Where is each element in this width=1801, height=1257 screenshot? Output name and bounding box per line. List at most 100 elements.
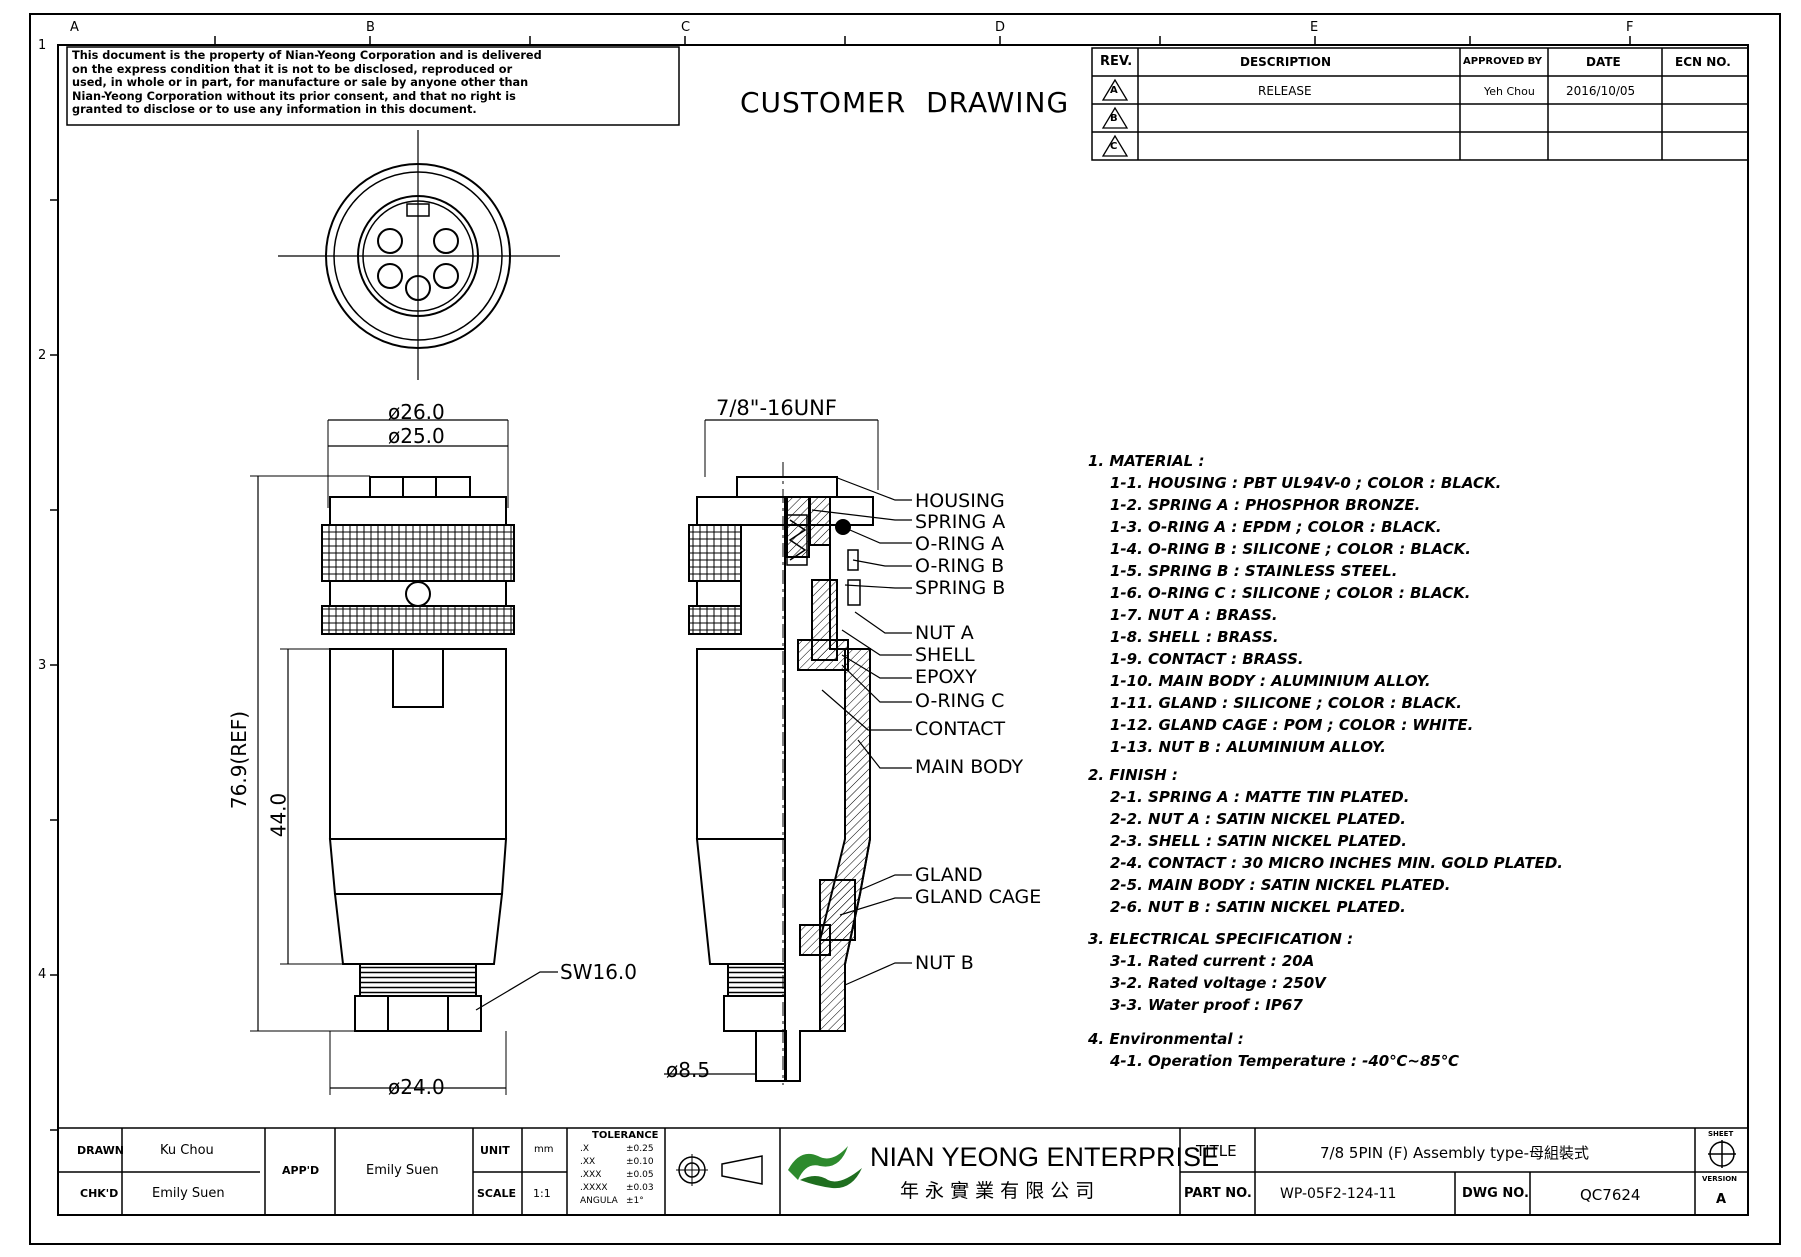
tb-tolerance-list: .X ±0.25 .XX ±0.10 .XXX ±0.05 .XXXX ±0.0… (580, 1143, 654, 1208)
rev-a-date: 2016/10/05 (1566, 84, 1636, 98)
callout-main-body: MAIN BODY (915, 756, 1024, 778)
note-item: 1-6. O-RING C : SILICONE ; COLOR : BLACK… (1110, 584, 1471, 602)
note-item: 1-8. SHELL : BRASS. (1110, 628, 1279, 646)
notice-box (66, 46, 680, 126)
projection-symbol-icon (676, 1154, 763, 1186)
rev-header-ecn: ECN NO. (1675, 55, 1731, 69)
notes-heading-electrical: 3. ELECTRICAL SPECIFICATION : (1088, 930, 1354, 948)
dim-sw16: SW16.0 (560, 960, 638, 984)
note-item: 1-1. HOUSING : PBT UL94V-0 ; COLOR : BLA… (1110, 474, 1502, 492)
company-name-en: NIAN YEONG ENTERPRISE (870, 1142, 1220, 1172)
row-ticks (50, 199, 58, 1131)
callout-gland-cage: GLAND CAGE (915, 886, 1042, 908)
tb-checked-label: CHK'D (80, 1187, 119, 1200)
tb-dwg-label: DWG NO. (1462, 1186, 1529, 1201)
notice-line: on the express condition that it is not … (72, 62, 513, 76)
tb-approved-value: Emily Suen (366, 1163, 439, 1178)
rev-header-description: DESCRIPTION (1240, 55, 1332, 69)
title-block-grid (57, 1127, 1749, 1216)
sheet-symbol-icon (1708, 1140, 1736, 1168)
note-item: 1-5. SPRING B : STAINLESS STEEL. (1110, 562, 1398, 580)
tb-approved-label: APP'D (282, 1164, 320, 1177)
tb-version-value: A (1716, 1192, 1727, 1207)
tb-unit-value: mm (534, 1144, 554, 1155)
rev-header-rev: REV. (1100, 54, 1133, 69)
note-item: 3-3. Water proof : IP67 (1110, 996, 1303, 1014)
tolerance-row: .XX ±0.10 (580, 1157, 654, 1167)
dim-d8-5: ø8.5 (666, 1058, 711, 1082)
row-label-3: 3 (38, 658, 47, 673)
callout-gland: GLAND (915, 864, 983, 886)
revision-triangles (1101, 78, 1129, 157)
tb-checked-value: Emily Suen (152, 1186, 225, 1201)
callout-o-ring-a: O-RING A (915, 533, 1005, 555)
callout-spring-b: SPRING B (915, 577, 1006, 599)
row-label-1: 1 (38, 38, 47, 53)
tolerance-row: .XXXX ±0.03 (580, 1183, 654, 1193)
tb-unit-label: UNIT (480, 1144, 510, 1157)
tolerance-row: .XXX ±0.05 (580, 1170, 654, 1180)
front-view (278, 130, 560, 380)
note-item: 1-9. CONTACT : BRASS. (1110, 650, 1304, 668)
note-item: 3-1. Rated current : 20A (1110, 952, 1315, 970)
notes-heading-environmental: 4. Environmental : (1088, 1030, 1244, 1048)
callout-o-ring-b: O-RING B (915, 555, 1005, 577)
notes-block: 1. MATERIAL : 1-1. HOUSING : PBT UL94V-0… (1088, 450, 1563, 1072)
row-label-4: 4 (38, 967, 47, 982)
callout-epoxy: EPOXY (915, 666, 977, 688)
callout-o-ring-c: O-RING C (915, 690, 1005, 712)
note-item: 1-10. MAIN BODY : ALUMINIUM ALLOY. (1110, 672, 1431, 690)
notes-heading-finish: 2. FINISH : (1088, 766, 1178, 784)
note-item: 2-5. MAIN BODY : SATIN NICKEL PLATED. (1110, 876, 1451, 894)
callout-shell: SHELL (915, 644, 975, 666)
revision-table-grid (1091, 47, 1749, 161)
tb-tolerance-title: TOLERANCE (592, 1130, 659, 1141)
rev-header-approved: APPROVED BY (1463, 56, 1542, 67)
rev-a-mark: A (1110, 85, 1118, 96)
tb-scale-label: SCALE (477, 1187, 517, 1200)
rev-c-mark: C (1110, 141, 1118, 152)
col-label-f: F (1626, 20, 1634, 35)
section-view (664, 419, 912, 1085)
note-item: 1-13. NUT B : ALUMINIUM ALLOY. (1110, 738, 1386, 756)
callout-housing: HOUSING (915, 490, 1005, 512)
tolerance-row: ANGULA ±1° (580, 1196, 644, 1206)
note-item: 2-3. SHELL : SATIN NICKEL PLATED. (1110, 832, 1407, 850)
note-item: 1-11. GLAND : SILICONE ; COLOR : BLACK. (1110, 694, 1462, 712)
company-logo-icon (788, 1146, 862, 1189)
notice-line: This document is the property of Nian-Ye… (72, 49, 542, 62)
dim-d26: ø26.0 (388, 400, 445, 424)
side-view (250, 419, 558, 1095)
company-name-zh: 年 永 實 業 有 限 公 司 (900, 1180, 1095, 1202)
note-item: 2-2. NUT A : SATIN NICKEL PLATED. (1110, 810, 1406, 828)
col-label-c: C (681, 20, 691, 35)
col-label-a: A (70, 20, 79, 35)
tb-dwg-value: QC7624 (1580, 1186, 1641, 1204)
note-item: 3-2. Rated voltage : 250V (1110, 974, 1326, 992)
callout-nut-a: NUT A (915, 622, 974, 644)
note-item: 1-2. SPRING A : PHOSPHOR BRONZE. (1110, 496, 1421, 514)
dim-76-ref: 76.9(REF) (227, 710, 252, 810)
dim-d25: ø25.0 (388, 424, 445, 448)
tb-title-label: TITLE (1196, 1142, 1237, 1160)
callout-spring-a: SPRING A (915, 511, 1006, 533)
dim-44: 44.0 (266, 792, 291, 838)
callout-nut-b: NUT B (915, 952, 974, 974)
notes-heading-material: 1. MATERIAL : (1088, 452, 1205, 470)
callout-contact: CONTACT (915, 718, 1006, 740)
notice-text: This document is the property of Nian-Ye… (72, 49, 542, 117)
col-label-e: E (1310, 20, 1319, 35)
note-item: 2-1. SPRING A : MATTE TIN PLATED. (1110, 788, 1410, 806)
notice-line: used, in whole or in part, for manufactu… (72, 76, 529, 89)
col-label-b: B (366, 20, 375, 35)
note-item: 1-3. O-RING A : EPDM ; COLOR : BLACK. (1110, 518, 1442, 536)
note-item: 4-1. Operation Temperature : -40℃~85℃ (1110, 1052, 1459, 1070)
outer-border (29, 13, 1781, 1245)
notice-line: granted to disclose or to use any inform… (72, 103, 477, 116)
note-item: 2-6. NUT B : SATIN NICKEL PLATED. (1110, 898, 1406, 916)
rev-header-date: DATE (1586, 55, 1621, 69)
rev-a-description: RELEASE (1258, 84, 1312, 98)
row-label-2: 2 (38, 348, 47, 363)
tb-scale-value: 1:1 (533, 1187, 551, 1200)
rev-b-mark: B (1110, 113, 1118, 124)
